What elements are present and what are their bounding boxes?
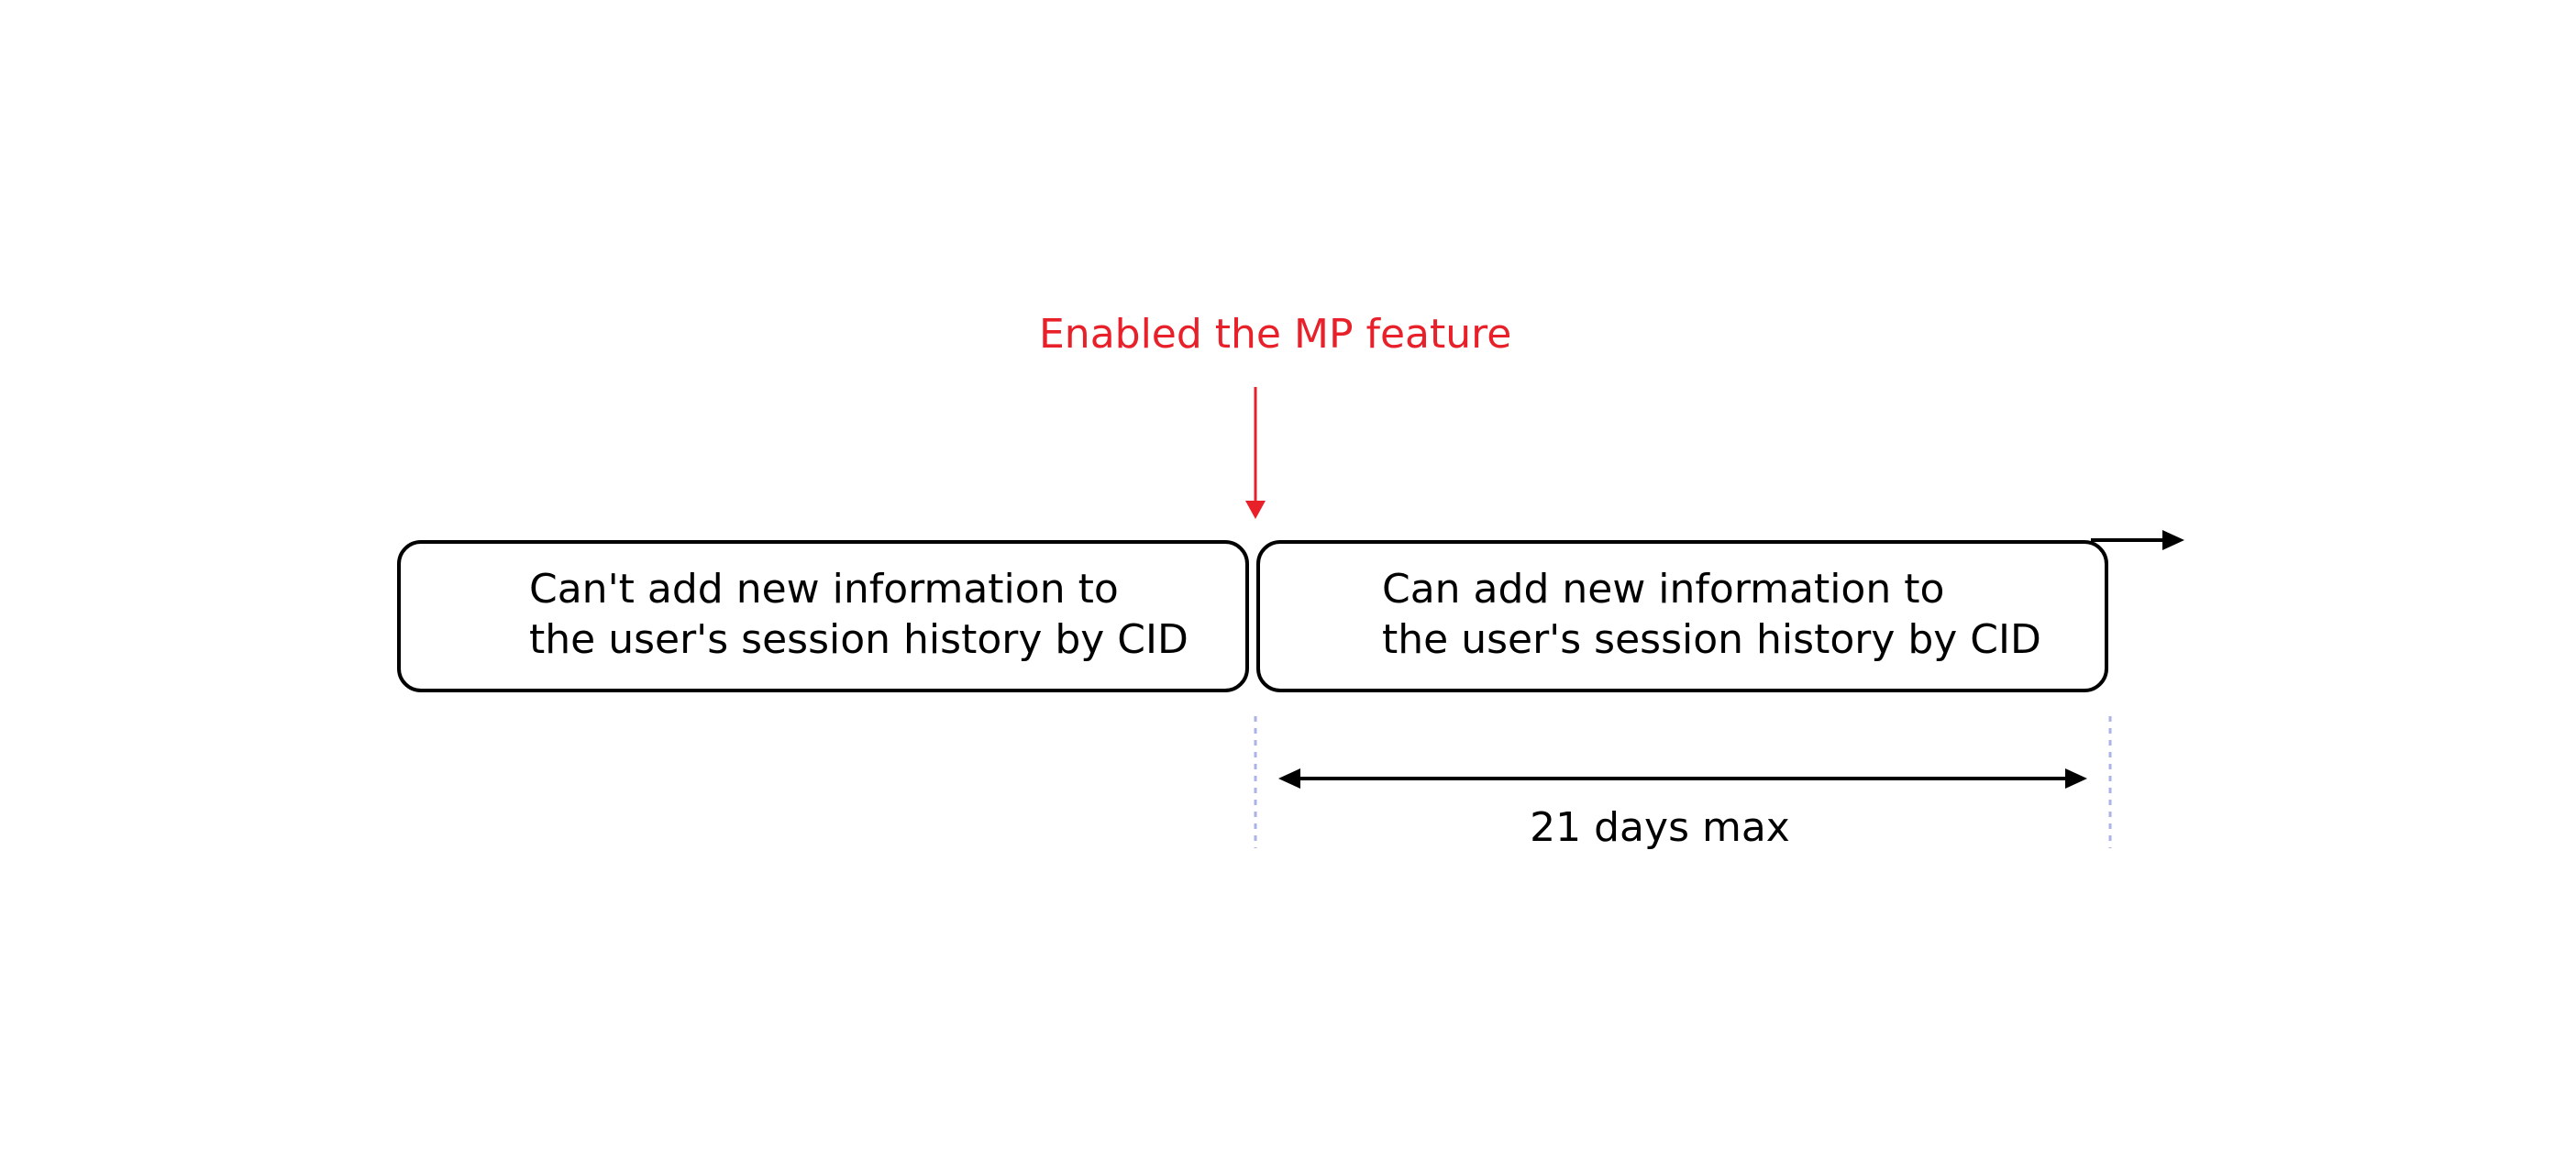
phase-box-before	[397, 540, 1249, 692]
timeline-axis	[2091, 530, 2184, 550]
event-label: Enabled the MP feature	[1039, 311, 1512, 358]
phase-label-before-line1: Can't add new information to	[529, 566, 1119, 613]
phase-label-after-line1: Can add new information to	[1382, 566, 1945, 613]
phase-label-before-line2: the user's session history by CID	[529, 616, 1188, 663]
phase-box-after	[1256, 540, 2108, 692]
phase-label-before: Can't add new information to the user's …	[529, 564, 1188, 665]
phase-label-after: Can add new information to the user's se…	[1382, 564, 2041, 665]
duration-arrowhead-right-icon	[2065, 768, 2087, 789]
duration-arrow	[1278, 768, 2087, 789]
phase-label-after-line2: the user's session history by CID	[1382, 616, 2041, 663]
duration-label: 21 days max	[1530, 804, 1790, 851]
event-arrow	[1245, 387, 1266, 519]
duration-arrowhead-left-icon	[1278, 768, 1300, 789]
timeline-arrowhead-icon	[2162, 530, 2184, 550]
event-arrowhead-icon	[1245, 501, 1266, 519]
